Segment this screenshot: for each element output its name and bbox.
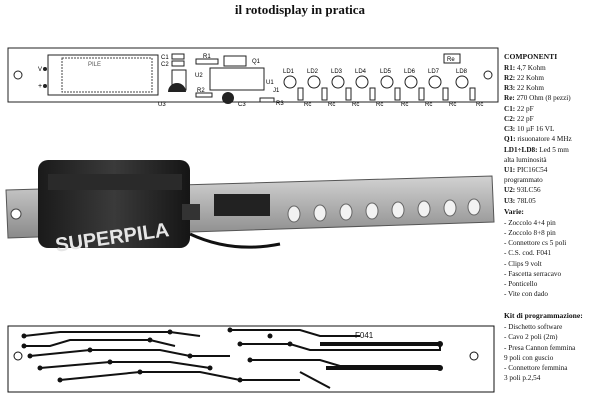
varie-item: - Ponticello <box>504 279 538 288</box>
varie-item: - Zoccolo 8+8 pin <box>504 228 556 237</box>
label-ld6: LD6 <box>404 69 416 75</box>
component-item: R2: 22 Kohm <box>504 74 544 82</box>
component-item: R1: 4,7 Kohm <box>504 63 546 72</box>
battery-plus-label: + <box>38 83 42 90</box>
label-u1: U1 <box>266 80 274 86</box>
components-heading: COMPONENTI <box>504 52 558 61</box>
label-rc-5: Rc <box>401 102 408 108</box>
components-list: COMPONENTI R1: 4,7 Kohm R2: 22 Kohm R3: … <box>504 52 600 383</box>
label-ld8: LD8 <box>456 69 468 75</box>
label-c1: C1 <box>161 55 169 61</box>
component-item: C1: 22 pF <box>504 104 534 113</box>
label-r1: R1 <box>203 54 211 60</box>
component-item: Q1: risuonatore 4 MHz <box>504 135 572 144</box>
label-rc-7: Rc <box>449 102 456 108</box>
component-item: U2: 93LC56 <box>504 186 541 195</box>
label-rc-3: Rc <box>352 102 359 108</box>
component-item: U1: PIC16C54 programmato <box>504 165 548 185</box>
kit-item: - Presa Cannon femmina 9 poli con guscio <box>504 343 576 362</box>
mount-hole-left <box>13 70 23 80</box>
varie-heading: Varie: <box>504 206 524 216</box>
label-ld2: LD2 <box>307 69 319 75</box>
label-rc-8: Rc <box>476 102 483 108</box>
varie-item: - Connettore cs 5 poli <box>504 239 567 248</box>
varie-item: - Zoccolo 4+4 pin <box>504 218 556 227</box>
page-title: il rotodisplay in pratica <box>234 2 366 17</box>
ic-photo <box>214 194 270 216</box>
label-r2: R2 <box>197 88 205 94</box>
varie-item: - Clips 9 volt <box>504 259 542 268</box>
label-ld1: LD1 <box>283 69 295 75</box>
label-u3: U3 <box>158 102 166 108</box>
label-c2: C2 <box>161 62 169 68</box>
label-ld3: LD3 <box>331 69 343 75</box>
kit-heading: Kit di programmazione: <box>504 311 583 321</box>
component-item: C2: 22 pF <box>504 114 534 123</box>
label-j1: J1 <box>273 88 280 94</box>
label-rc-2: Rc <box>328 102 335 108</box>
varie-item: - Vite con dado <box>504 290 548 299</box>
label-ld5: LD5 <box>380 69 392 75</box>
label-rc-6: Rc <box>425 102 432 108</box>
pcb-code-label: F041 <box>355 331 374 340</box>
mount-hole-right <box>483 70 493 80</box>
kit-item: - Dischetto software <box>504 323 563 332</box>
component-item: C3: 10 µF 16 VL <box>504 125 555 134</box>
label-rc-4: Rc <box>376 102 383 108</box>
label-c3: C3 <box>238 102 246 108</box>
varie-item: - C.S. cod. F041 <box>504 249 552 258</box>
kit-item: - Connettore femmina 3 poli p.2,54 <box>504 364 568 383</box>
pcb-traces <box>7 325 495 393</box>
led-row <box>283 75 469 89</box>
component-layout: PILE V + C1 C2 R1 Q1 U2 U1 R2 U3 C3 J1 R… <box>7 47 499 108</box>
svg-text:PILE: PILE <box>88 62 101 68</box>
board-photo: SUPERPILA <box>5 160 495 257</box>
label-ld7: LD7 <box>428 69 440 75</box>
battery-outline <box>47 54 159 96</box>
label-u2: U2 <box>195 73 203 79</box>
varie-item: - Fascetta serracavo <box>504 269 562 278</box>
label-ld4: LD4 <box>355 69 367 75</box>
label-re: Re <box>447 57 455 63</box>
kit-item: - Cavo 2 poli (2m) <box>504 333 558 342</box>
component-item: U3: 78L05 <box>504 196 536 205</box>
component-item: R3: 22 Kohm <box>504 84 544 93</box>
component-item: Re: 270 Ohm (8 pezzi) <box>504 94 571 103</box>
label-rc-1: Rc <box>304 102 311 108</box>
pcb-illustrations: PILE V + C1 C2 R1 Q1 U2 U1 R2 U3 C3 J1 R… <box>5 47 499 393</box>
label-r3: R3 <box>276 101 284 107</box>
label-q1: Q1 <box>252 59 261 65</box>
battery-minus-label: V <box>38 67 42 73</box>
component-item: LD1÷LD8: Led 5 mm alta luminosità <box>504 145 569 164</box>
